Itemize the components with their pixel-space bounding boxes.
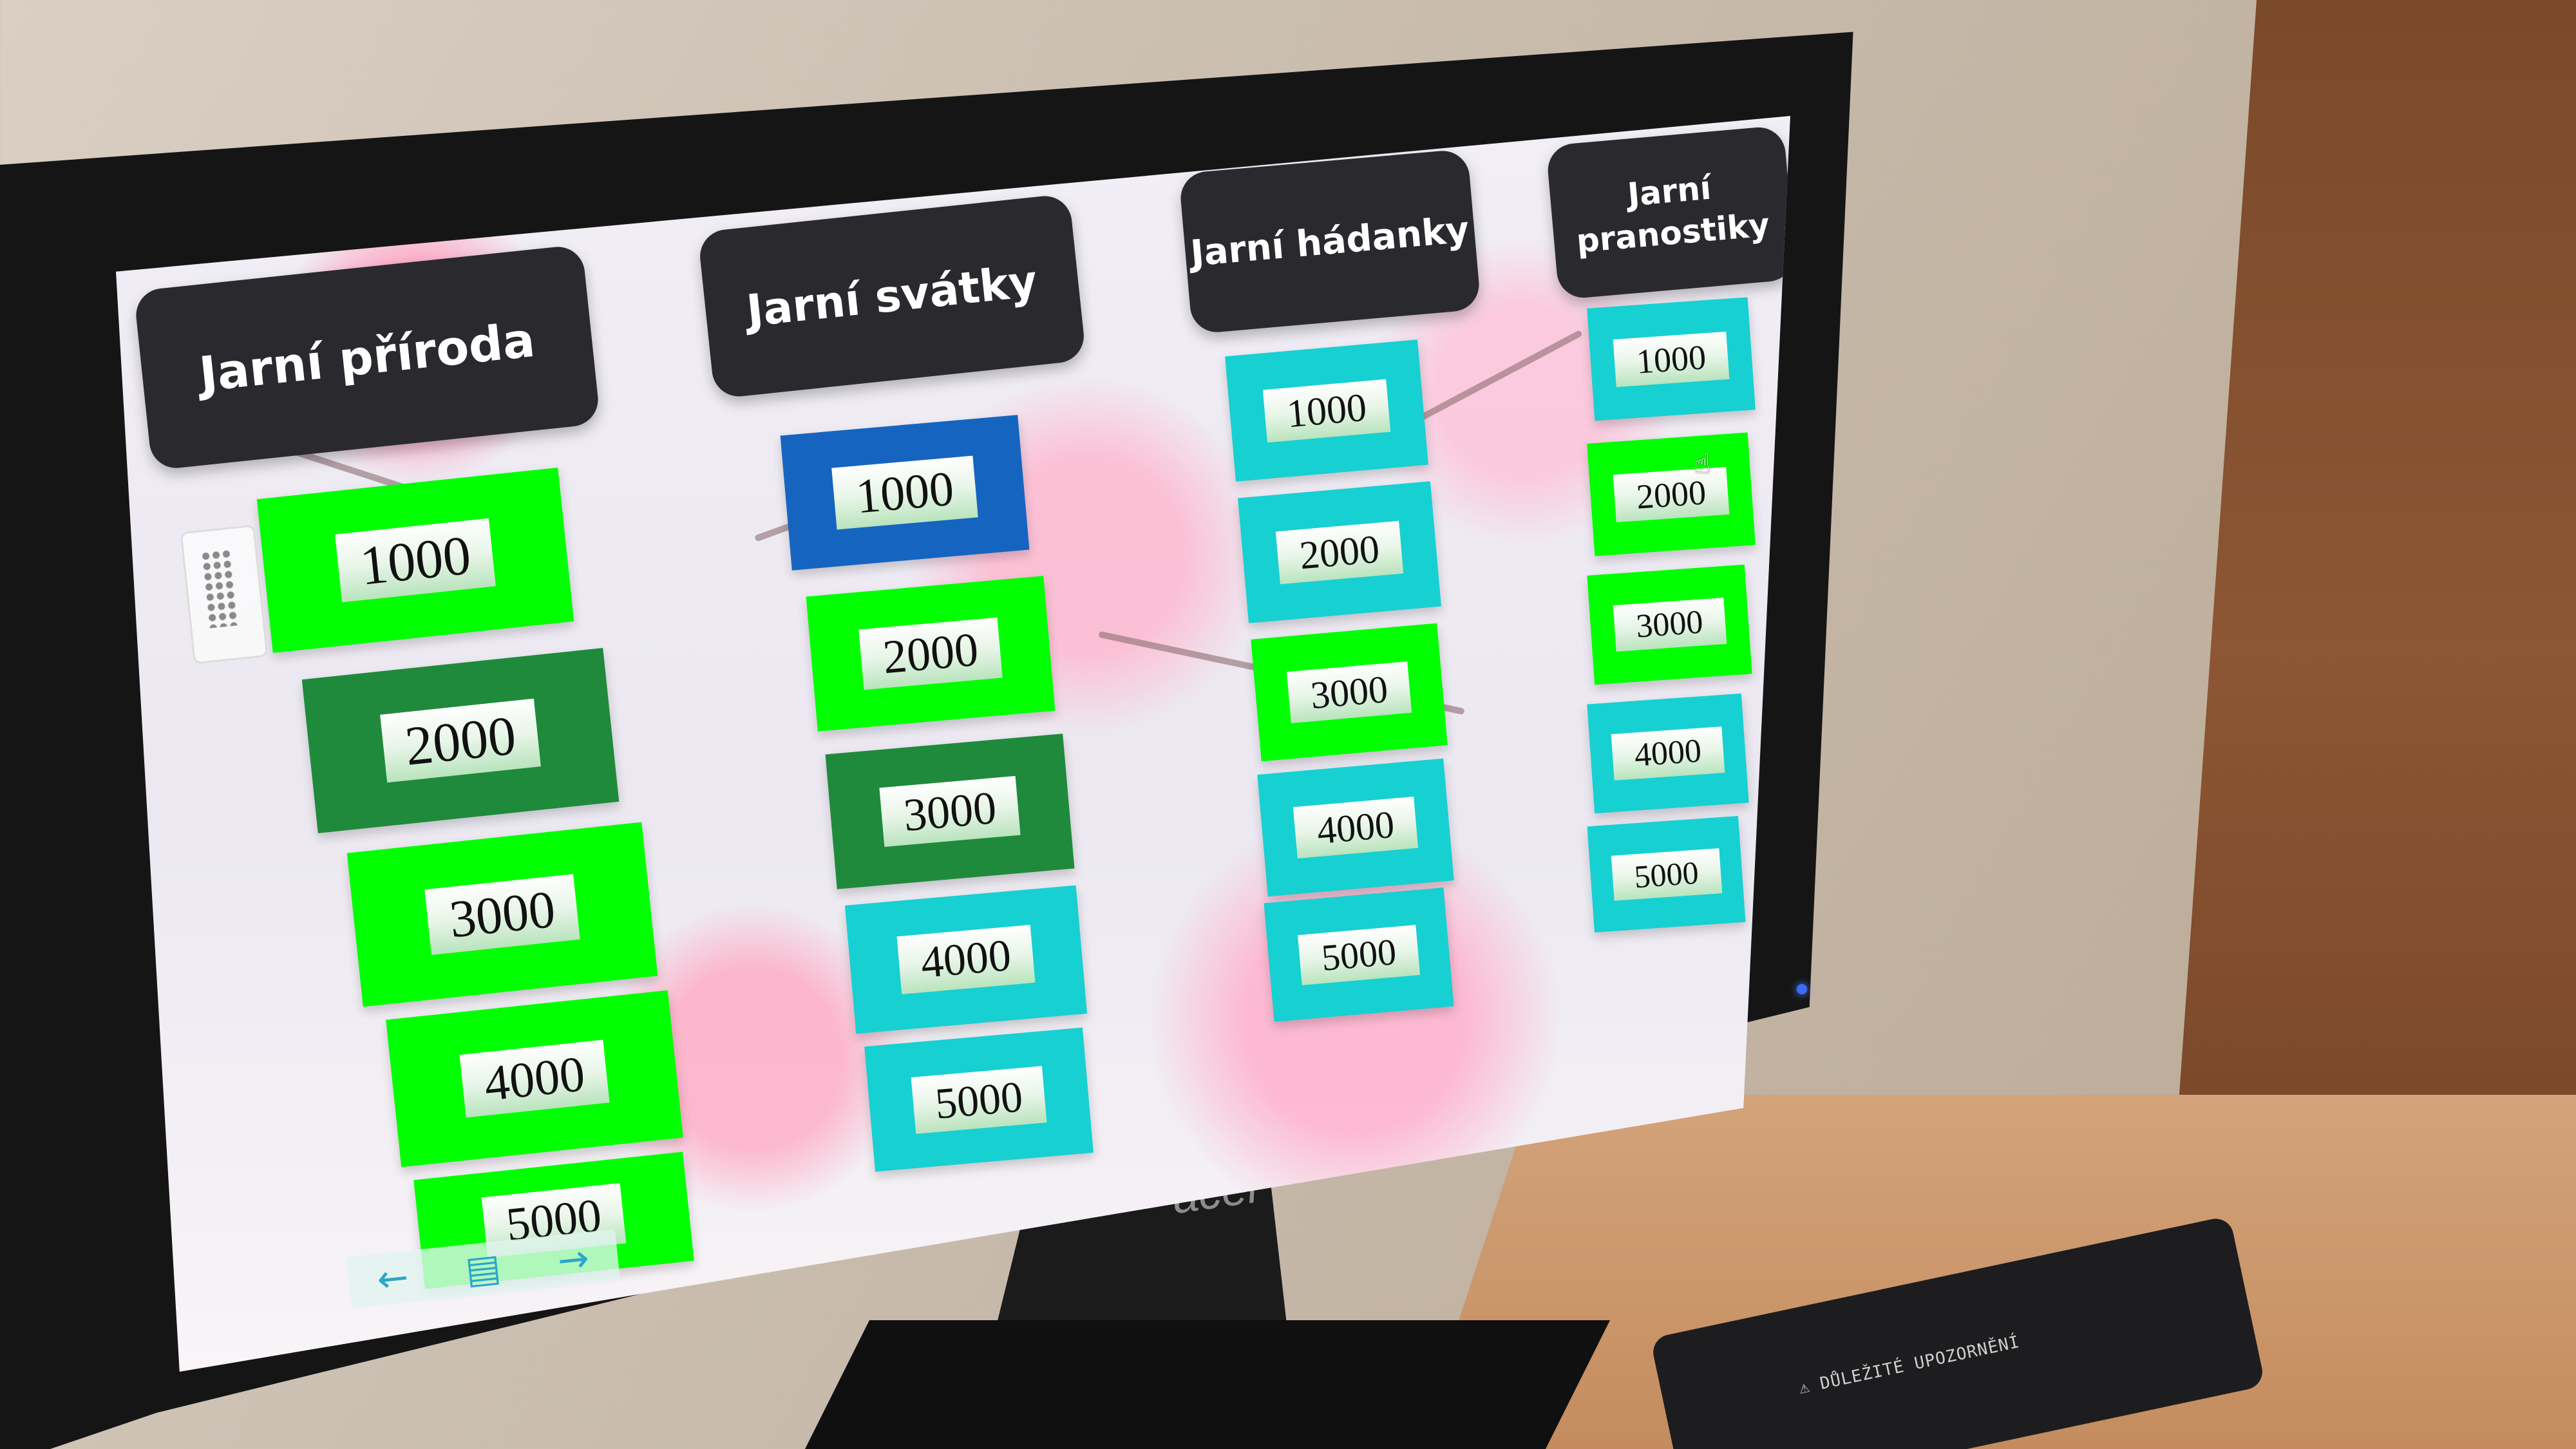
tile-jarni-pranostiky-5000[interactable]: 5000 <box>1587 816 1746 933</box>
column-header-jarni-svatky: Jarní svátky <box>697 193 1086 399</box>
tile-jarni-svatky-3000[interactable]: 3000 <box>825 734 1075 889</box>
tile-value: 4000 <box>1293 796 1419 859</box>
tile-value: 2000 <box>1613 466 1730 522</box>
slide-menu-icon[interactable]: ▤ <box>463 1245 503 1293</box>
column-header-label: Jarní hádanky <box>1189 208 1471 275</box>
tile-jarni-hadanky-1000[interactable]: 1000 <box>1225 339 1428 482</box>
column-header-label: Jarní svátky <box>744 256 1040 337</box>
tile-value: 1000 <box>1262 379 1391 442</box>
mouse-cursor-icon: ☝ <box>1694 448 1711 480</box>
tile-jarni-priroda-1000[interactable]: 1000 <box>256 468 574 653</box>
tile-value: 3000 <box>424 874 580 955</box>
tile-jarni-pranostiky-4000[interactable]: 4000 <box>1587 693 1749 814</box>
tile-value: 1000 <box>831 455 978 530</box>
tile-value: 4000 <box>896 925 1036 994</box>
tile-jarni-hadanky-3000[interactable]: 3000 <box>1251 623 1448 762</box>
column-header-jarni-hadanky: Jarní hádanky <box>1178 148 1482 335</box>
column-header-jarni-pranostiky: Jarní pranostiky <box>1546 125 1790 300</box>
tile-jarni-pranostiky-3000[interactable]: 3000 <box>1587 564 1752 685</box>
column-header-label: Jarní pranostiky <box>1575 169 1772 260</box>
tile-value: 2000 <box>858 617 1003 690</box>
column-header-label: Jarní příroda <box>196 312 538 403</box>
tile-value: 5000 <box>1297 924 1421 985</box>
tile-value: 4000 <box>1611 726 1725 781</box>
tile-value: 1000 <box>1613 331 1730 387</box>
presentation-slide: Jarní příroda Jarní svátky Jarní hádanky… <box>116 116 1790 1372</box>
tile-jarni-priroda-4000[interactable]: 4000 <box>386 990 683 1168</box>
next-slide-icon[interactable]: → <box>555 1235 591 1283</box>
tile-jarni-pranostiky-2000[interactable]: 2000 <box>1587 432 1756 556</box>
tile-jarni-priroda-2000[interactable]: 2000 <box>301 648 620 833</box>
previous-slide-icon[interactable]: ← <box>375 1255 411 1302</box>
tile-value: 2000 <box>380 698 541 783</box>
tile-value: 3000 <box>1286 661 1412 724</box>
tile-value: 1000 <box>335 518 496 603</box>
tile-value: 5000 <box>911 1065 1047 1134</box>
power-led-icon <box>1797 984 1807 994</box>
tile-jarni-svatky-2000[interactable]: 2000 <box>806 576 1056 732</box>
tile-jarni-priroda-3000[interactable]: 3000 <box>346 822 658 1007</box>
monitor-stand-base <box>805 1320 1610 1449</box>
tile-value: 2000 <box>1275 520 1404 584</box>
tile-value: 3000 <box>879 775 1021 848</box>
tile-jarni-hadanky-4000[interactable]: 4000 <box>1257 758 1454 897</box>
tile-value: 4000 <box>459 1039 610 1118</box>
screen-viewport: Jarní příroda Jarní svátky Jarní hádanky… <box>116 116 1790 1372</box>
tile-jarni-hadanky-5000[interactable]: 5000 <box>1264 887 1454 1022</box>
tile-jarni-svatky-5000[interactable]: 5000 <box>864 1027 1094 1172</box>
tile-jarni-pranostiky-1000[interactable]: 1000 <box>1587 297 1756 421</box>
tile-value: 3000 <box>1613 598 1727 652</box>
tile-jarni-hadanky-2000[interactable]: 2000 <box>1238 481 1441 623</box>
tile-jarni-svatky-4000[interactable]: 4000 <box>844 885 1088 1034</box>
column-header-jarni-priroda: Jarní příroda <box>133 244 601 471</box>
tile-value: 5000 <box>1611 848 1722 901</box>
tile-jarni-svatky-1000[interactable]: 1000 <box>780 415 1030 571</box>
slide-sorter-button[interactable] <box>180 524 269 665</box>
